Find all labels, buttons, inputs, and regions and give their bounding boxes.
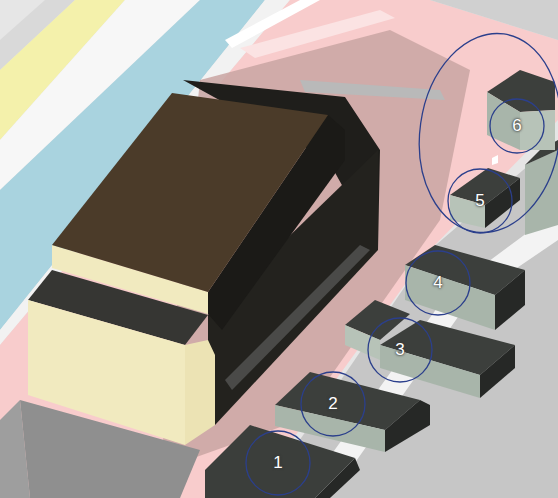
callout-circle: 4 [405,250,471,316]
building-front [28,300,185,445]
building-detail [492,155,498,165]
circle-outline [448,169,512,233]
building-side [485,178,520,228]
callout-number: 1 [273,453,282,473]
group-ellipse [407,24,558,242]
building-side [385,400,430,452]
callout-number: 5 [475,191,484,211]
circle-outline [301,372,365,436]
callout-number: 2 [328,394,337,414]
building-front [525,150,558,235]
circle-outline [406,251,470,315]
building-side [480,345,515,398]
circle-outline [246,431,310,495]
building-front [405,265,495,330]
building-roof [52,93,328,292]
callout-circle: 2 [300,371,366,437]
building-side [495,270,525,330]
callout-circle: 6 [489,98,545,154]
callout-circle: 1 [245,430,311,496]
building-side [315,458,360,498]
callout-circle: 3 [367,317,433,383]
callout-number: 6 [512,116,521,136]
callout-number: 3 [395,340,404,360]
road-line [225,0,320,48]
circle-outline [490,99,544,153]
building-column [185,340,215,445]
callout-number: 4 [433,273,442,293]
circle-outline [368,318,432,382]
callout-circle: 5 [447,168,513,234]
building-front [380,345,480,398]
